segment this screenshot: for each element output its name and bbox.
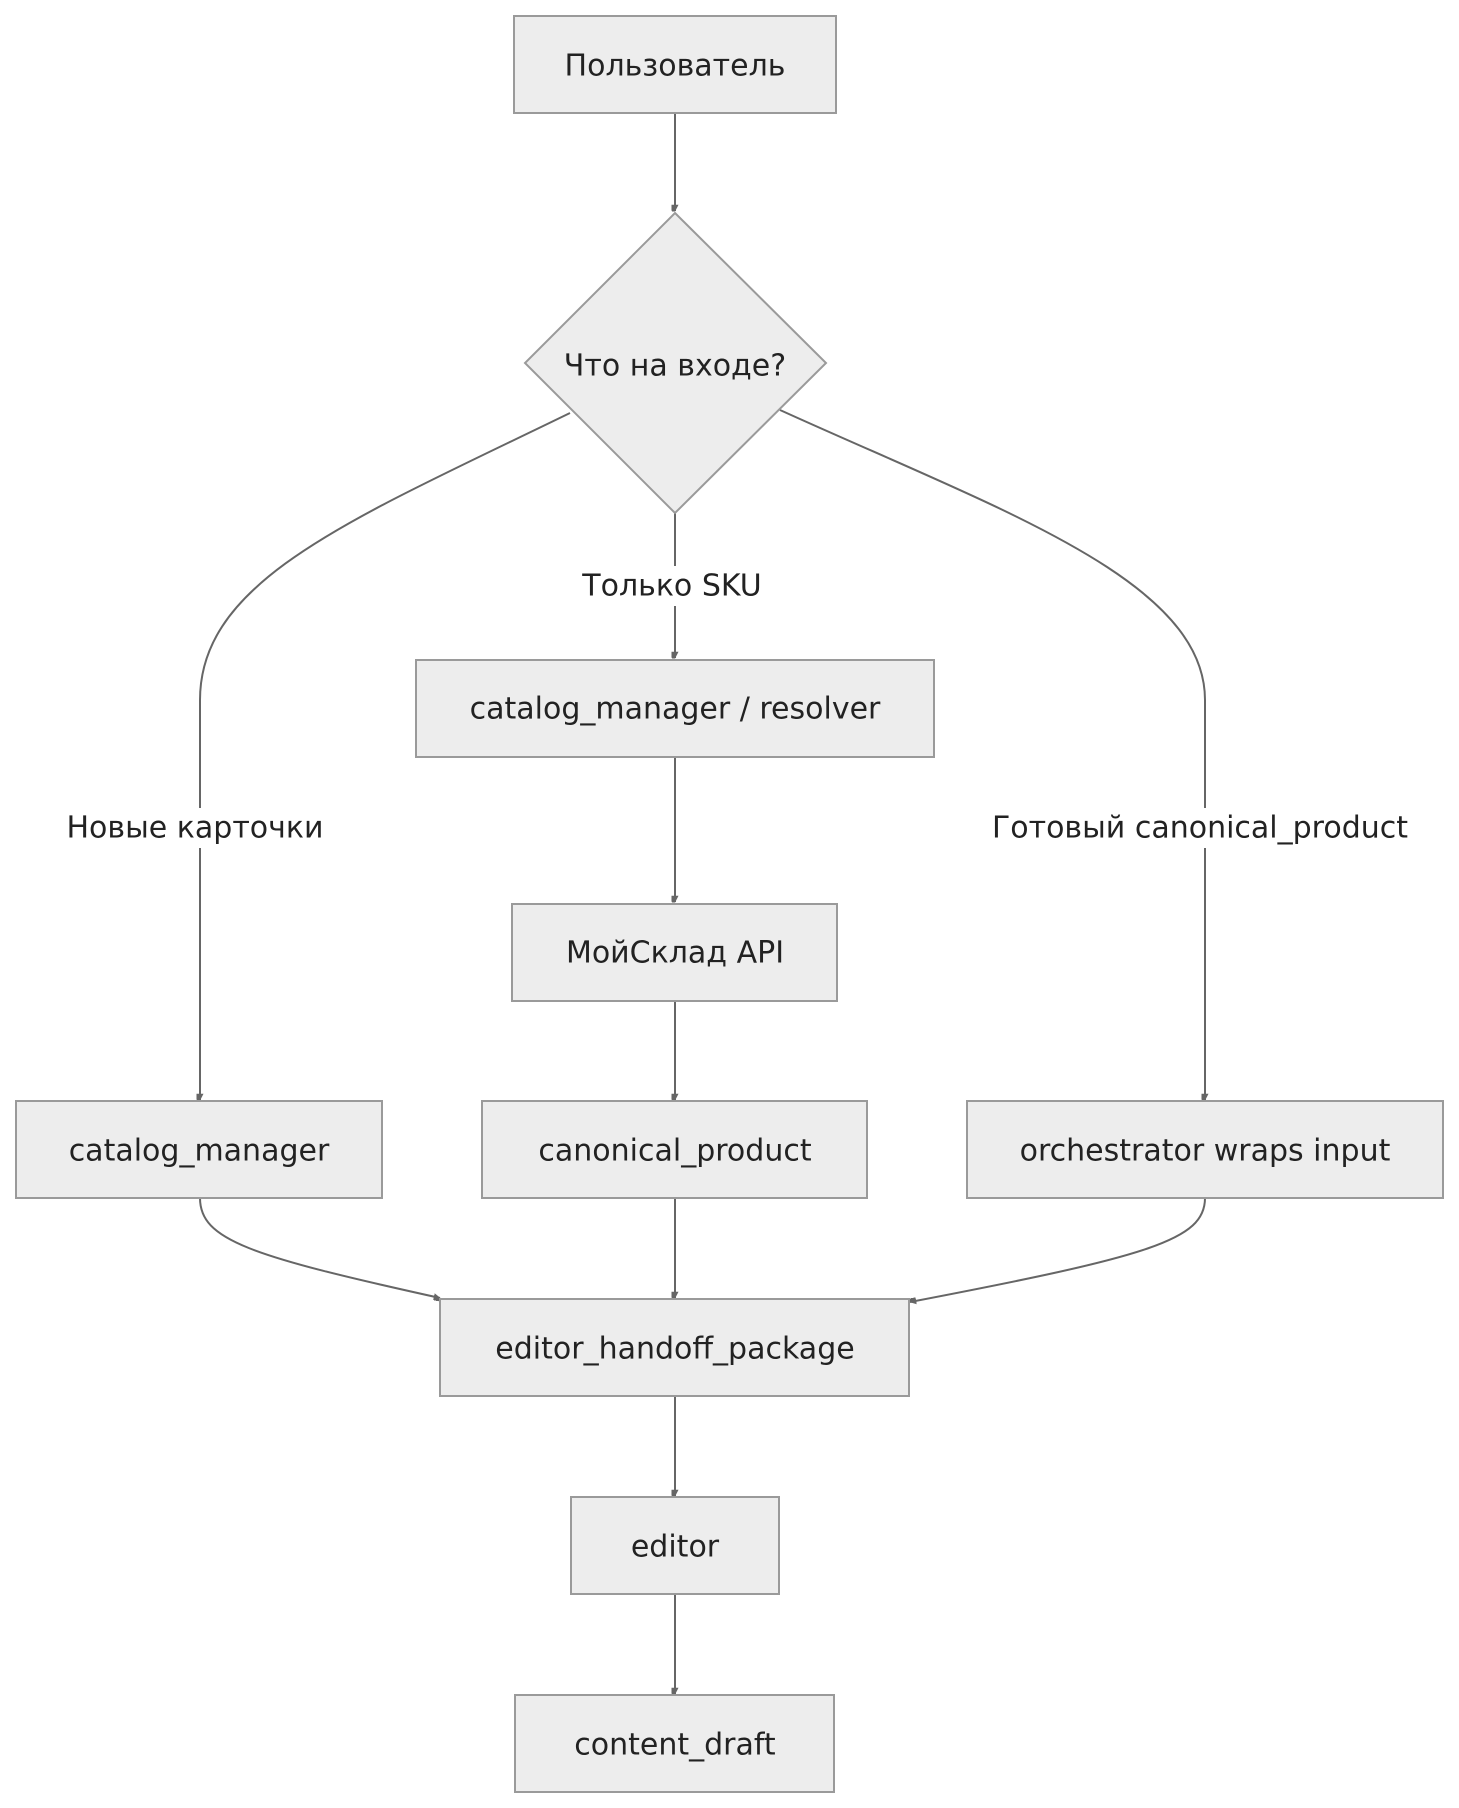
node-content-draft: content_draft (514, 1694, 835, 1793)
svg-text:Что на входе?: Что на входе? (564, 349, 786, 384)
svg-text:Только SKU: Только SKU (581, 569, 761, 604)
edge-orchestrator-to-handoff (910, 1197, 1206, 1302)
svg-text:catalog_manager: catalog_manager (69, 1134, 330, 1169)
node-moysklad: МойСклад API (511, 903, 838, 1002)
svg-text:Новые карточки: Новые карточки (67, 811, 324, 846)
svg-text:catalog_manager / resolver: catalog_manager / resolver (470, 692, 881, 727)
svg-text:content_draft: content_draft (574, 1728, 776, 1763)
svg-text:editor: editor (631, 1530, 720, 1565)
node-canonical-product: canonical_product (481, 1100, 868, 1199)
svg-text:editor_handoff_package: editor_handoff_package (495, 1332, 854, 1367)
svg-text:Готовый canonical_product: Готовый canonical_product (992, 811, 1408, 846)
edge-label-sku-only: Только SKU (581, 566, 765, 606)
edge-decision-to-orchestrator (779, 409, 1205, 1100)
node-resolver: catalog_manager / resolver (415, 659, 935, 758)
node-catalog-manager: catalog_manager (15, 1100, 383, 1199)
node-orchestrator: orchestrator wraps input (966, 1100, 1444, 1199)
node-user: Пользователь (513, 15, 837, 114)
svg-text:orchestrator wraps input: orchestrator wraps input (1020, 1134, 1391, 1169)
node-editor-handoff-package: editor_handoff_package (439, 1298, 910, 1397)
node-editor: editor (570, 1496, 780, 1595)
svg-text:МойСклад API: МойСклад API (566, 936, 784, 971)
node-decision: Что на входе? (523, 211, 828, 515)
edge-catalog-manager-to-handoff (199, 1197, 440, 1298)
svg-text:canonical_product: canonical_product (538, 1134, 811, 1169)
edge-decision-to-catalog-manager (200, 412, 571, 1100)
svg-text:Пользователь: Пользователь (565, 49, 786, 84)
edge-label-ready-canonical: Готовый canonical_product (992, 808, 1408, 848)
edge-label-new-cards: Новые карточки (67, 808, 324, 848)
